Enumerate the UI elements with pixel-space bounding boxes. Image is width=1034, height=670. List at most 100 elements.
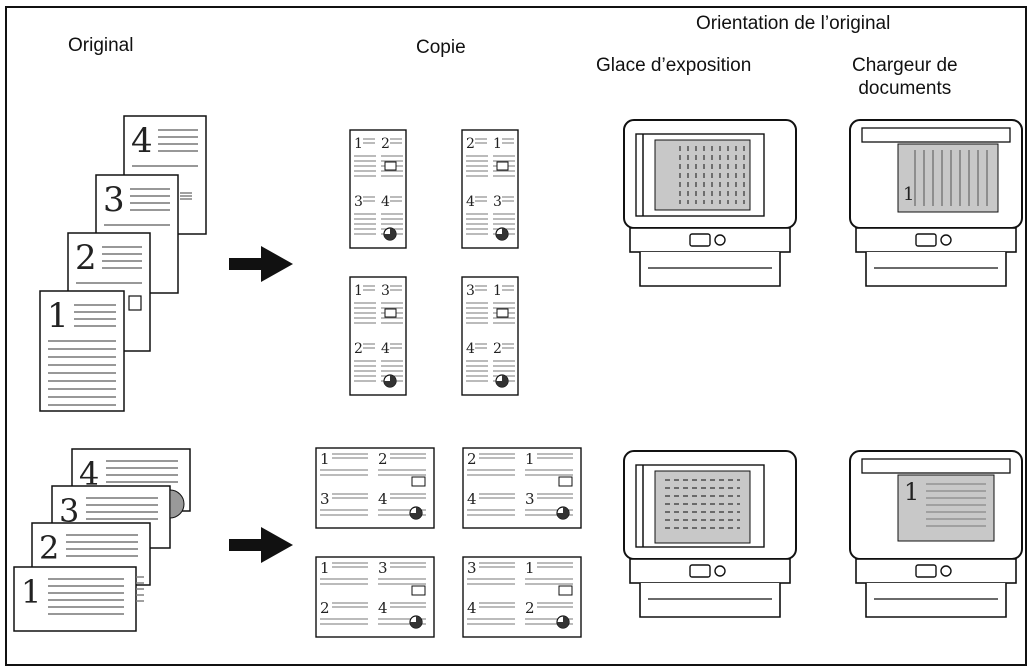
small-box-icon: [128, 295, 142, 311]
copy-portrait-1: 1 2 3 4: [349, 129, 407, 249]
header-chargeur: Chargeur de documents: [852, 54, 958, 100]
box-icon: [558, 585, 573, 596]
pie-slice: [410, 507, 422, 519]
box-icon: [411, 476, 426, 487]
page-number: 2: [39, 529, 59, 567]
copier-display: [689, 233, 711, 247]
box-icon: [496, 308, 509, 318]
copier-display: [915, 564, 937, 578]
feeder-top: [861, 458, 1011, 474]
copy-page-number: 4: [466, 341, 475, 357]
copy-page-number: 2: [493, 341, 502, 357]
header-copie: Copie: [416, 37, 466, 58]
copy-page-number: 2: [354, 341, 363, 357]
copy-sheet: [461, 276, 519, 396]
copier-glass-icon: [623, 450, 797, 618]
copy-page-number: 1: [354, 136, 363, 152]
half-circle-icon: [169, 489, 185, 519]
scan-sheet: [654, 139, 751, 211]
copy-page-number: 3: [466, 283, 475, 299]
copy-page-number: 1: [493, 136, 502, 152]
copy-page-number: 2: [378, 450, 388, 468]
copy-page-number: 3: [320, 490, 330, 508]
copy-page-number: 3: [525, 490, 535, 508]
copy-page-number: 1: [354, 283, 363, 299]
header-chargeur-line2: documents: [858, 78, 952, 99]
copier-base: [639, 583, 781, 618]
box-icon: [384, 308, 397, 318]
pie-slice: [384, 375, 396, 387]
copy-page-number: 4: [381, 341, 390, 357]
copier-display: [915, 233, 937, 247]
copy-portrait-3: 1 3 2 4: [349, 276, 407, 396]
copier-feeder-icon: 1: [849, 119, 1023, 287]
page-sheet: [39, 290, 125, 412]
feeder-top: [861, 127, 1011, 143]
scan-sheet: [654, 470, 751, 544]
feeder-page-number: 1: [903, 184, 914, 205]
pie-slice: [410, 616, 422, 628]
copier-button: [714, 565, 726, 577]
original-landscape-page-1: 1: [13, 566, 137, 632]
box-icon: [384, 161, 397, 171]
copy-landscape-1: 1 2 3 4: [315, 447, 435, 529]
arrow-shaft: [229, 539, 263, 551]
copy-page-number: 2: [381, 136, 390, 152]
page-number: 3: [59, 492, 79, 530]
copy-page-number: 1: [320, 559, 330, 577]
right-arrow-icon: [229, 527, 293, 563]
page-number: 1: [21, 573, 41, 611]
box-icon: [496, 161, 509, 171]
copier-base: [865, 583, 1007, 618]
pie-slice: [557, 507, 569, 519]
pie-slice: [384, 228, 396, 240]
copy-sheet: [349, 276, 407, 396]
copy-page-number: 1: [320, 450, 330, 468]
copy-page-number: 3: [378, 559, 388, 577]
copy-portrait-4: 3 1 4 2: [461, 276, 519, 396]
pie-slice: [496, 228, 508, 240]
page-number: 3: [103, 180, 125, 220]
copier-feeder-icon: 1: [849, 450, 1023, 618]
copy-page-number: 4: [378, 490, 388, 508]
copy-page-number: 3: [354, 194, 363, 210]
copy-sheet: [461, 129, 519, 249]
pie-slice: [496, 375, 508, 387]
box-icon: [411, 585, 426, 596]
copier-base: [865, 252, 1007, 287]
copier-base: [639, 252, 781, 287]
arrow-head: [261, 527, 293, 563]
feeder-page-number: 1: [904, 478, 919, 506]
copier-button: [940, 234, 952, 246]
diagram-frame: [5, 6, 1027, 666]
page-number: 4: [79, 455, 99, 493]
arrow-shaft: [229, 258, 263, 270]
copy-page-number: 1: [525, 450, 535, 468]
copy-landscape-3: 1 3 2 4: [315, 556, 435, 638]
copy-page-number: 2: [320, 599, 330, 617]
box-icon: [558, 476, 573, 487]
copy-page-number: 2: [467, 450, 477, 468]
feeder-sheet: [897, 474, 995, 542]
copy-page-number: 4: [381, 194, 390, 210]
page-number: 1: [47, 296, 69, 336]
arrow-head: [261, 246, 293, 282]
copy-page-number: 4: [467, 490, 477, 508]
header-chargeur-line1: Chargeur de: [852, 55, 958, 76]
original-page-1: 1: [39, 290, 125, 412]
copy-page-number: 1: [493, 283, 502, 299]
copy-page-number: 3: [493, 194, 502, 210]
copy-page-number: 3: [381, 283, 390, 299]
copier-button: [940, 565, 952, 577]
copy-page-number: 1: [525, 559, 535, 577]
copy-page-number: 4: [378, 599, 388, 617]
copy-page-number: 4: [467, 599, 477, 617]
copy-sheet: [349, 129, 407, 249]
copy-page-number: 2: [466, 136, 475, 152]
page-sheet: [13, 566, 137, 632]
copier-display: [689, 564, 711, 578]
pie-slice: [557, 616, 569, 628]
